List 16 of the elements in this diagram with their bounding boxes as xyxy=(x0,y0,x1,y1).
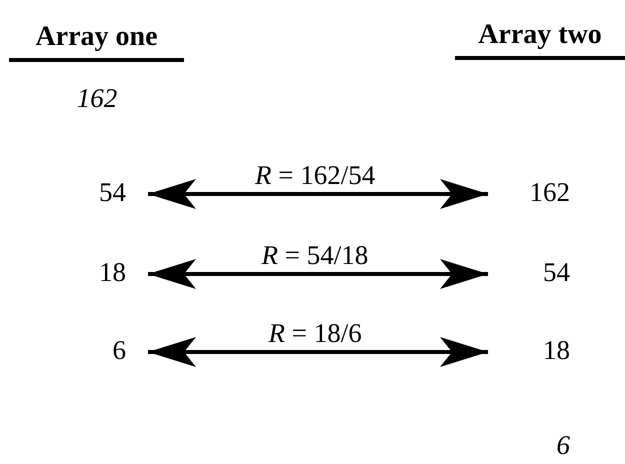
number-text: 162 xyxy=(76,83,118,113)
column-heading: Array one xyxy=(34,22,159,52)
column-heading: Array two xyxy=(477,20,603,50)
number-text: 18 xyxy=(488,335,570,365)
edge-label: R = 54/18 xyxy=(262,240,368,270)
double-headed-arrow xyxy=(148,179,488,209)
edge-label: R = 162/54 xyxy=(255,160,376,190)
number-text: 54 xyxy=(60,177,148,207)
edge-label: R = 18/6 xyxy=(268,318,362,348)
number-text: 18 xyxy=(60,257,148,287)
number-text: 6 xyxy=(556,430,570,460)
double-headed-arrow xyxy=(148,259,488,289)
double-headed-arrow xyxy=(148,337,488,367)
number-text: 6 xyxy=(60,335,148,365)
number-text: 54 xyxy=(488,257,570,287)
number-text: 162 xyxy=(488,177,570,207)
